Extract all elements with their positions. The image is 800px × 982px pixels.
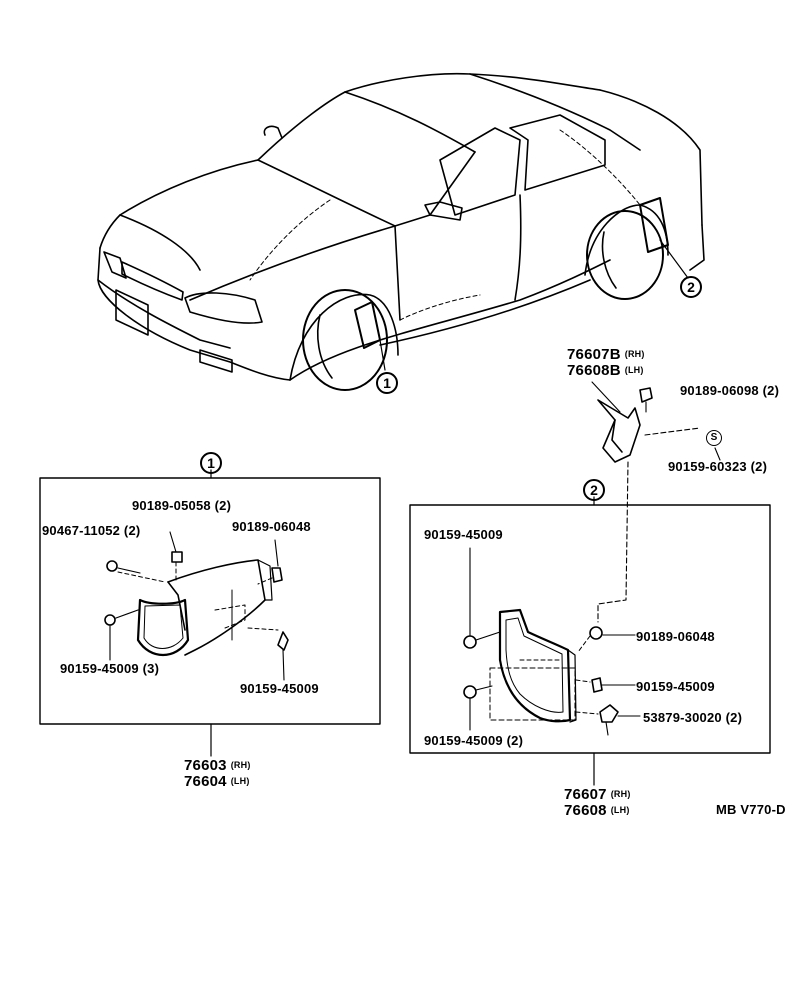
rear-part-rh: 76607(RH) xyxy=(564,787,631,802)
rear-screw-mid-label: 90159-45009 xyxy=(636,679,715,694)
bracket-rh-tag: (RH) xyxy=(624,349,645,359)
bracket-lh-tag: (LH) xyxy=(624,365,644,375)
rear-bracket-illustration xyxy=(591,381,721,623)
front-mudguard-illustration xyxy=(104,531,289,681)
rear-screw-top-label: 90159-45009 xyxy=(424,527,503,542)
bracket-washer-label: 90159-60323 (2) xyxy=(668,459,768,474)
bracket-part-lh: 76608B(LH) xyxy=(567,363,644,378)
callout-2-car: 2 xyxy=(680,276,702,298)
rear-mudguard-illustration xyxy=(463,547,641,736)
callout-1-car: 1 xyxy=(376,372,398,394)
rear-nut-label: 53879-30020 (2) xyxy=(643,710,743,725)
rear-part-lh: 76608(LH) xyxy=(564,803,630,818)
bracket-clip-label: 90189-06098 (2) xyxy=(680,383,780,398)
rear-lh-tag: (LH) xyxy=(610,805,630,815)
front-part-rh-number: 76603 xyxy=(184,757,227,774)
rear-screw-bottom-label: 90159-45009 (2) xyxy=(424,733,524,748)
callout-1-box: 1 xyxy=(200,452,222,474)
bracket-part-rh-number: 76607B xyxy=(567,346,621,363)
s-mark: S xyxy=(706,430,722,446)
front-screw-b-label: 90159-45009 (3) xyxy=(60,661,160,676)
bracket-part-rh: 76607B(RH) xyxy=(567,347,645,362)
rear-mudguard-box xyxy=(409,504,771,754)
rear-rh-tag: (RH) xyxy=(610,789,631,799)
callout-2-box: 2 xyxy=(583,479,605,501)
diagram-code: MB V770-D xyxy=(716,802,786,817)
bracket-part-lh-number: 76608B xyxy=(567,362,621,379)
front-part-lh-number: 76604 xyxy=(184,773,227,790)
front-part-rh: 76603(RH) xyxy=(184,758,251,773)
rear-part-lh-number: 76608 xyxy=(564,802,607,819)
front-rh-tag: (RH) xyxy=(230,760,251,770)
rear-clip-label: 90189-06048 xyxy=(636,629,715,644)
front-clip-a-label: 90189-05058 (2) xyxy=(132,498,232,513)
front-clip-b-label: 90189-06048 xyxy=(232,519,311,534)
front-lh-tag: (LH) xyxy=(230,776,250,786)
front-screw-a-label: 90467-11052 (2) xyxy=(42,523,141,538)
car-illustration xyxy=(97,72,705,391)
front-screw-c-label: 90159-45009 xyxy=(240,681,319,696)
rear-part-rh-number: 76607 xyxy=(564,786,607,803)
front-mudguard-box xyxy=(39,477,381,725)
front-part-lh: 76604(LH) xyxy=(184,774,250,789)
